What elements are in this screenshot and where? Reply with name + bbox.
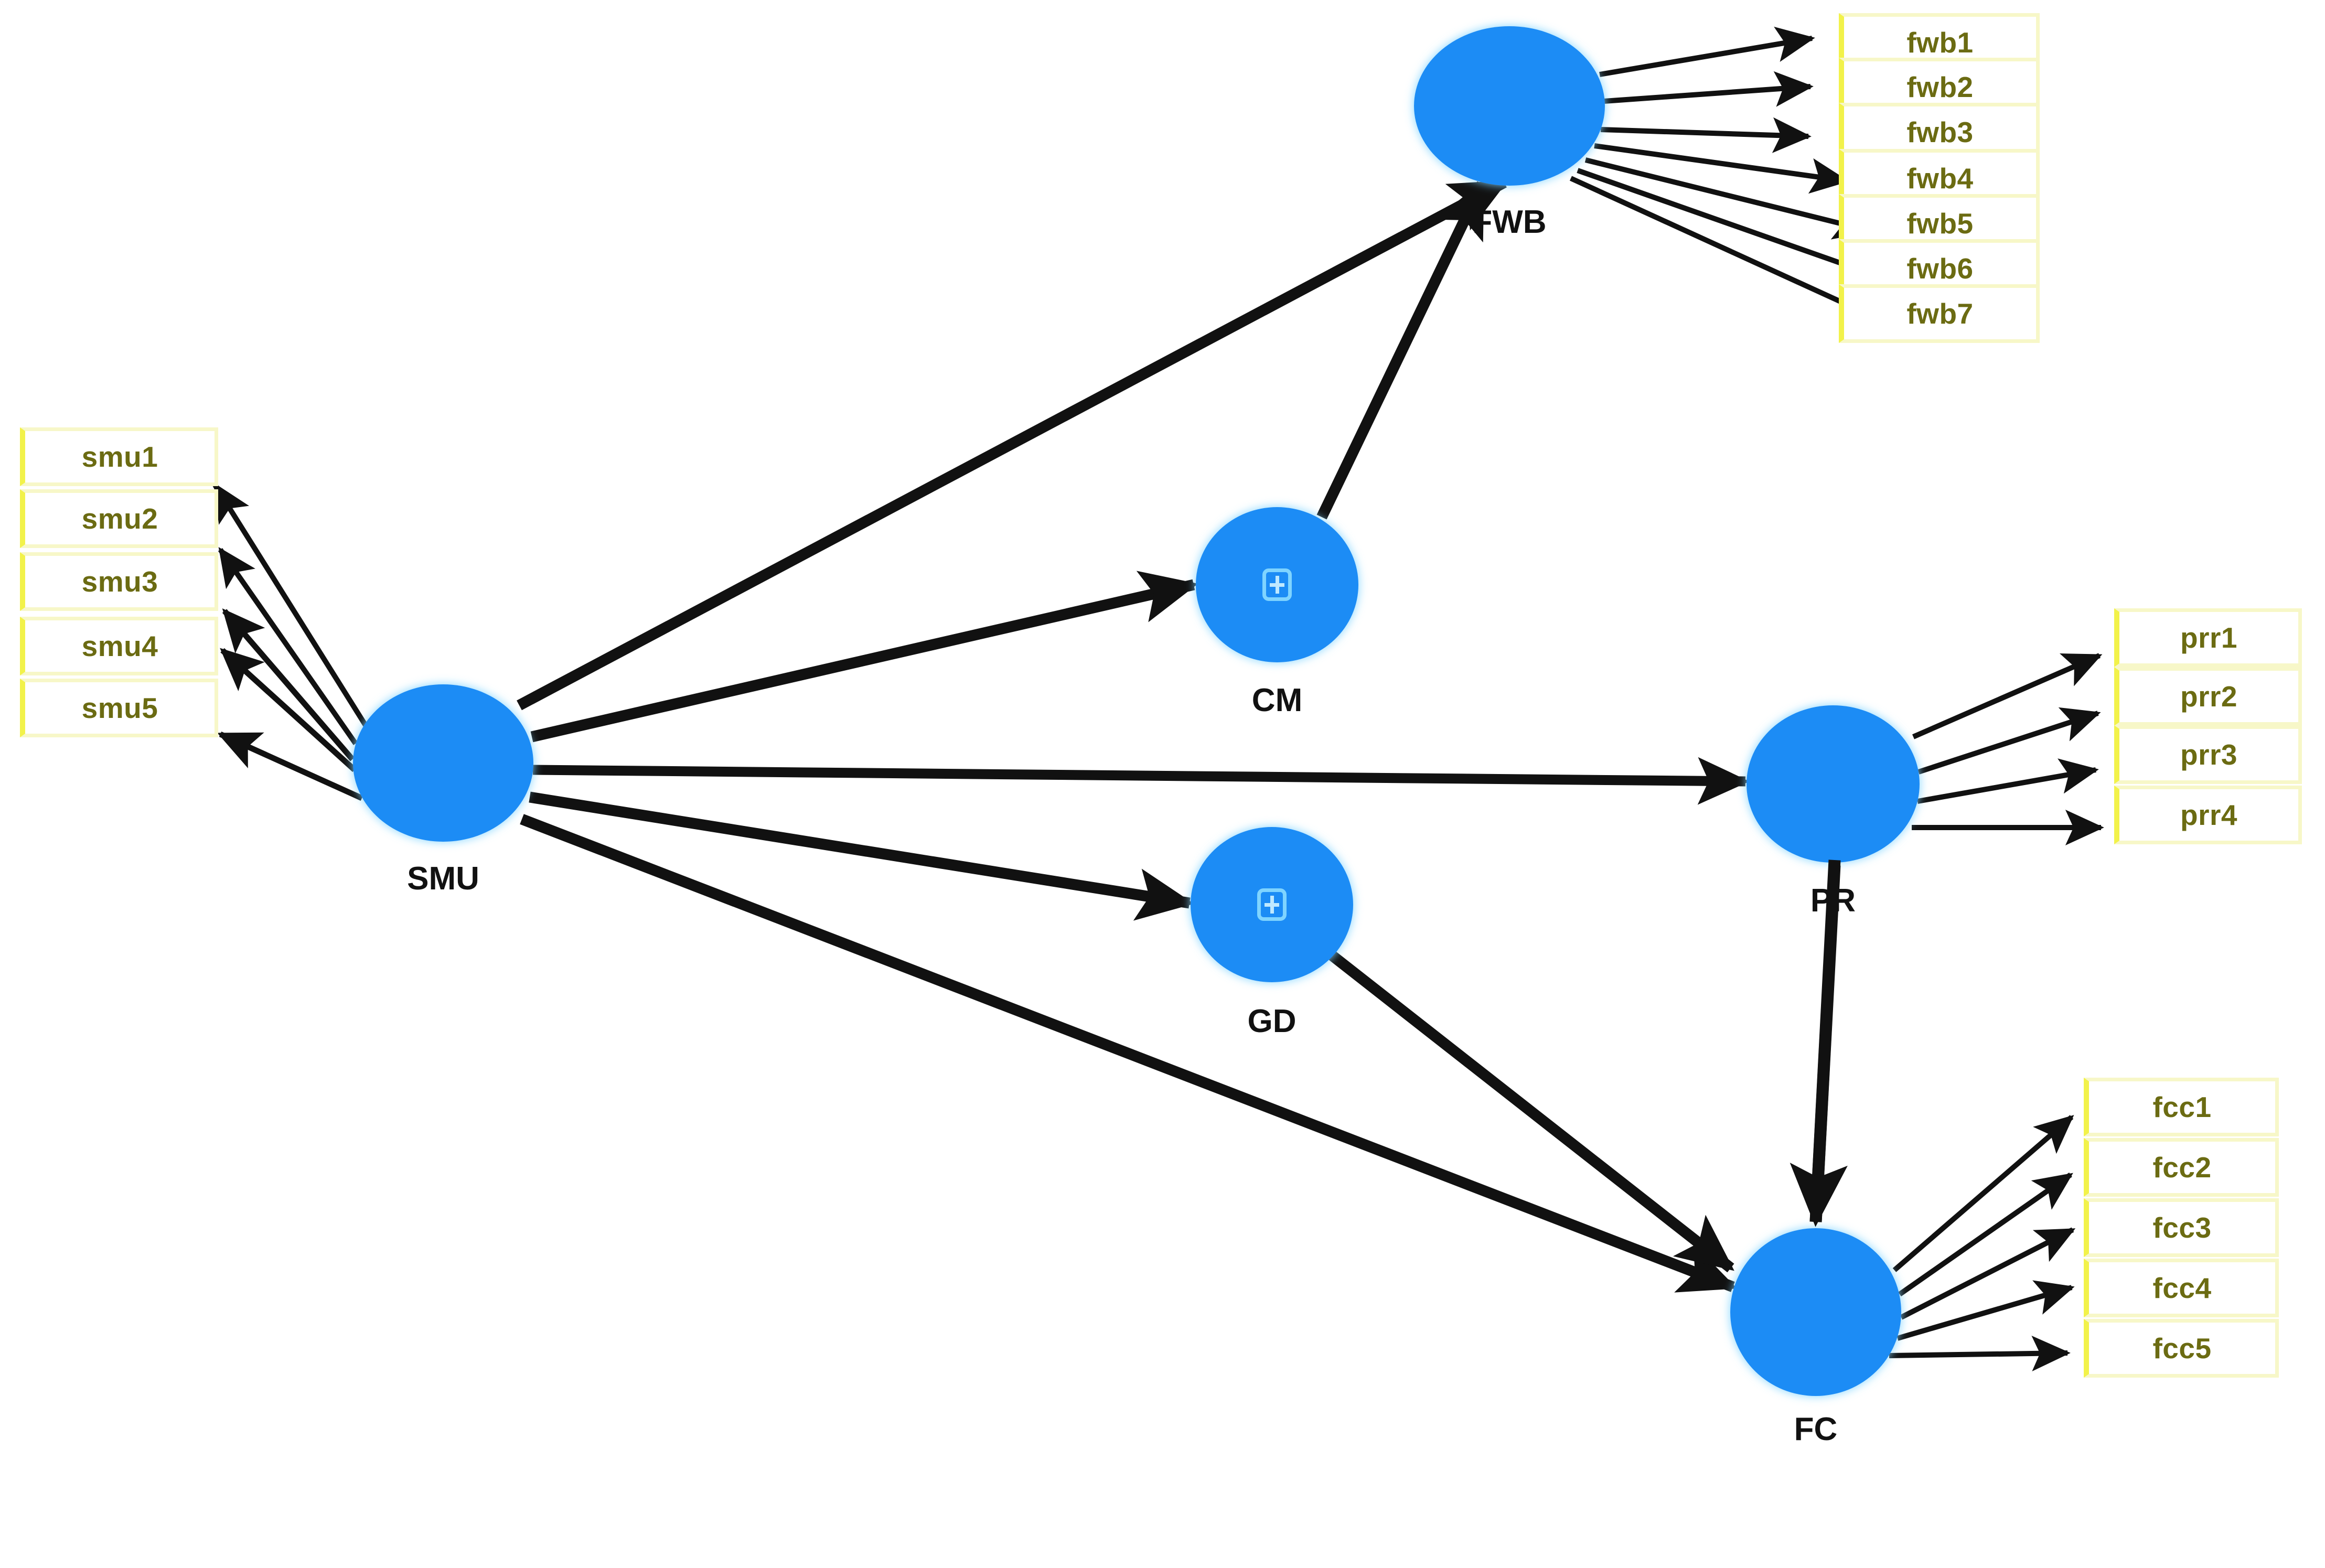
node-label-pr: PR [1810, 883, 1856, 919]
arrow-pr-prr2 [1917, 707, 2101, 775]
arrow-smu-fc [520, 814, 1738, 1293]
arrow-smu-smu3 [222, 608, 355, 761]
structural-arrows [517, 177, 1848, 1293]
arrow-pr-fc-overlay [1790, 860, 1848, 1227]
arrow-smu-smu4 [220, 648, 357, 772]
arrow-smu-smu1 [212, 482, 370, 729]
measurement-arrows-smu [212, 482, 370, 801]
arrow-cm-fwb [1316, 179, 1487, 520]
node-pr[interactable] [1747, 705, 1920, 863]
indicator-box-fcc1[interactable]: fcc1 [2084, 1078, 2279, 1136]
indicator-box-fcc4[interactable]: fcc4 [2084, 1259, 2279, 1317]
arrow-smu-smu2 [218, 547, 358, 745]
indicator-box-prr2[interactable]: prr2 [2114, 667, 2302, 726]
node-fwb[interactable] [1414, 26, 1605, 186]
arrow-fwb-fwb4 [1594, 143, 1849, 194]
indicator-box-fwb7[interactable]: fwb7 [1839, 284, 2040, 343]
arrow-smu-cm [530, 571, 1198, 743]
arrow-pr-prr3 [1917, 758, 2099, 804]
measurement-arrows-fcc [1889, 1115, 2076, 1372]
arrow-smu-fwb [517, 177, 1508, 711]
arrow-fwb-fwb6 [1577, 168, 1886, 283]
indicator-box-smu2[interactable]: smu2 [20, 489, 218, 548]
indicator-box-smu1[interactable]: smu1 [20, 427, 218, 486]
measurement-arrows-prr [1912, 653, 2104, 846]
indicator-box-fcc3[interactable]: fcc3 [2084, 1198, 2279, 1257]
node-label-fc: FC [1794, 1411, 1838, 1447]
node-label-fwb: FWB [1472, 204, 1547, 240]
arrow-smu-smu5 [217, 731, 363, 801]
arrow-fc-fcc5 [1889, 1335, 2071, 1372]
arrow-fwb-fwb5 [1584, 157, 1873, 240]
arrow-fc-fcc2 [1898, 1172, 2073, 1297]
plus-expand-icon-gd[interactable] [1257, 888, 1287, 921]
indicator-box-smu5[interactable]: smu5 [20, 679, 218, 737]
indicator-box-prr1[interactable]: prr1 [2114, 608, 2302, 667]
node-smu[interactable] [353, 684, 533, 842]
indicator-box-smu3[interactable]: smu3 [20, 552, 218, 611]
arrow-fc-fcc3 [1900, 1227, 2076, 1320]
indicator-box-smu4[interactable]: smu4 [20, 617, 218, 675]
indicator-box-fcc5[interactable]: fcc5 [2084, 1319, 2279, 1378]
plus-expand-icon-cm[interactable] [1262, 568, 1292, 601]
arrow-fc-fcc4 [1897, 1280, 2075, 1341]
arrow-fwb-fwb3 [1600, 117, 1812, 153]
indicator-box-prr3[interactable]: prr3 [2114, 725, 2302, 784]
node-label-gd: GD [1247, 1003, 1297, 1039]
node-fc[interactable] [1730, 1228, 1901, 1396]
arrow-pr-prr1 [1912, 653, 2103, 739]
arrow-fc-fcc1 [1892, 1115, 2074, 1272]
indicator-box-prr4[interactable]: prr4 [2114, 786, 2302, 844]
node-label-smu: SMU [407, 861, 479, 897]
arrow-fwb-fwb2 [1603, 71, 1814, 107]
arrow-gd-fc [1328, 951, 1734, 1273]
arrow-smu-gd [529, 791, 1194, 921]
arrow-smu-pr [532, 757, 1750, 805]
indicator-box-fcc2[interactable]: fcc2 [2084, 1138, 2279, 1197]
arrow-fwb-fwb1 [1599, 26, 1815, 77]
node-label-cm: CM [1251, 682, 1303, 718]
